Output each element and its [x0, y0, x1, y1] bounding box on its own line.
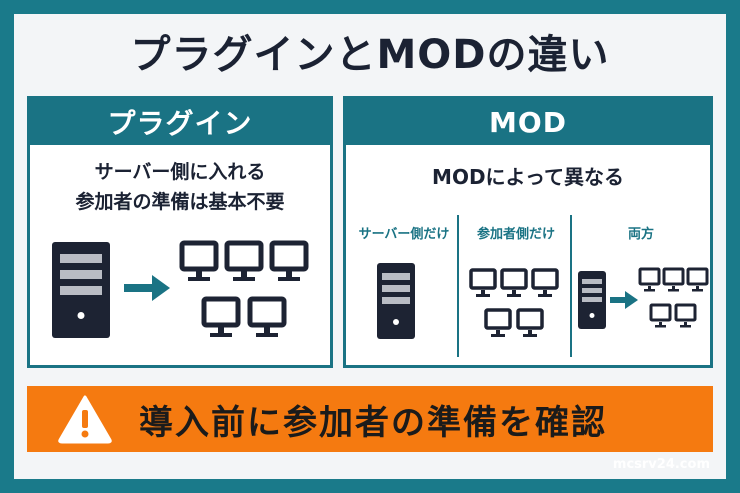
plugin-desc-line1: サーバー側に入れる — [94, 161, 266, 183]
monitor-group-icon — [469, 268, 559, 337]
column-label-both: 両方 — [627, 227, 654, 242]
monitor-group-icon — [179, 240, 309, 337]
server-icon — [52, 242, 110, 338]
arrow-right-icon — [124, 275, 170, 301]
plugin-panel: プラグイン サーバー側に入れる 参加者の準備は基本不要 — [27, 96, 333, 368]
server-icon — [578, 271, 606, 329]
mod-panel-heading: MOD — [346, 99, 710, 145]
column-label-server-only: サーバー側だけ — [358, 227, 450, 242]
monitor-group-icon — [638, 267, 709, 328]
mod-panel: MOD MODによって異なる サーバー側だけ 参加者側だけ 両方 — [343, 96, 713, 368]
column-label-client-only: 参加者側だけ — [476, 227, 555, 242]
column-divider — [457, 215, 459, 357]
column-divider — [570, 215, 572, 357]
page-title: プラグインとMODの違い — [130, 32, 610, 78]
plugin-description: サーバー側に入れる 参加者の準備は基本不要 — [30, 157, 330, 217]
plugin-desc-line2: 参加者の準備は基本不要 — [75, 191, 285, 213]
warning-triangle-icon — [58, 395, 112, 444]
warning-banner: 導入前に参加者の準備を確認 — [27, 386, 713, 452]
warning-text: 導入前に参加者の準備を確認 — [139, 402, 607, 443]
site-watermark: mcsrv24.com — [612, 457, 710, 472]
mod-description: MODによって異なる — [432, 165, 624, 189]
server-icon — [377, 263, 415, 339]
plugin-panel-heading: プラグイン — [30, 99, 330, 145]
arrow-right-icon — [610, 291, 638, 309]
